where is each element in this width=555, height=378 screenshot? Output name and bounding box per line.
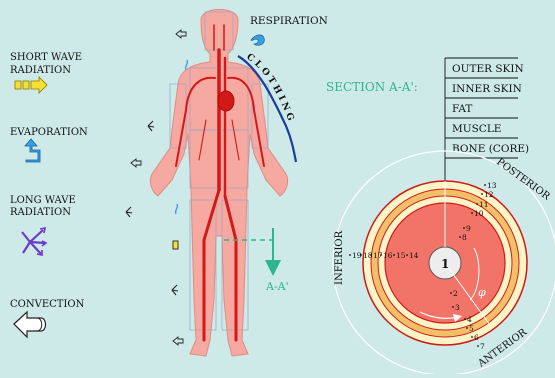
layer-label: INNER SKIN	[452, 83, 522, 95]
node-label: 16	[383, 251, 393, 260]
node-dot	[466, 327, 468, 329]
phi-label: φ	[478, 286, 486, 299]
layer-label: BONE (CORE)	[452, 143, 529, 155]
node-label: 13	[487, 181, 497, 190]
short-wave-label: SHORT WAVE RADIATION	[10, 52, 85, 76]
long-wave-icon	[22, 228, 46, 255]
node-label: 5	[469, 324, 474, 333]
node-label: 2	[453, 289, 458, 298]
long-wave-small-icon	[148, 121, 154, 131]
node-label: 17	[373, 251, 383, 260]
long-wave-label: LONG WAVE RADIATION	[10, 195, 79, 218]
node-dot	[450, 292, 452, 294]
legend-evaporation: EVAPORATION	[10, 127, 88, 162]
evaporation-label: EVAPORATION	[10, 127, 88, 138]
node-label: 4	[467, 315, 472, 324]
short-wave-line-1: SHORT WAVE	[10, 52, 82, 63]
node-label: 6	[474, 333, 479, 342]
evaporation-icon	[25, 139, 40, 162]
node-dot	[463, 227, 465, 229]
legend-convection: CONVECTION	[10, 299, 85, 337]
long-wave-line-2: RADIATION	[10, 207, 71, 218]
convection-label: CONVECTION	[10, 299, 85, 310]
section-title: SECTION A-A':	[326, 80, 418, 94]
node-dot	[471, 212, 473, 214]
node-label: 12	[484, 190, 494, 199]
node-dot	[484, 184, 486, 186]
node-dot	[452, 306, 454, 308]
node-dot	[393, 254, 395, 256]
short-wave-small-icon-2	[173, 241, 178, 249]
human-body	[150, 10, 287, 357]
convection-small-icon-3	[173, 337, 183, 345]
node-label: 14	[409, 251, 419, 260]
node-label: 8	[462, 233, 467, 242]
short-wave-line-2: RADIATION	[10, 65, 71, 76]
layer-label: FAT	[452, 103, 472, 115]
inferior-label: INFERIOR	[334, 230, 345, 285]
node-dot	[464, 318, 466, 320]
node-dot	[476, 203, 478, 205]
short-wave-icon	[15, 77, 47, 93]
core-label: 1	[441, 257, 449, 271]
node-dot	[471, 336, 473, 338]
node-dot	[406, 254, 408, 256]
node-dot	[459, 236, 461, 238]
evaporation-small-icon	[186, 60, 188, 70]
node-label: 15	[396, 251, 406, 260]
node-label: 11	[479, 200, 489, 209]
node-label: 18	[363, 251, 373, 260]
node-label: 19	[352, 251, 362, 260]
layer-label: MUSCLE	[452, 123, 501, 135]
node-label: 3	[455, 303, 460, 312]
node-dot	[481, 193, 483, 195]
respiration-label: RESPIRATION	[250, 15, 328, 27]
legend-long-wave: LONG WAVE RADIATION	[10, 195, 79, 255]
long-wave-line-1: LONG WAVE	[10, 195, 76, 206]
node-label: 10	[474, 209, 484, 218]
respiration-icon	[251, 35, 264, 45]
heart	[218, 91, 234, 111]
convection-icon	[14, 312, 46, 337]
node-dot	[349, 254, 351, 256]
long-wave-small-icon-2	[126, 207, 132, 217]
section-cut-label: A-A'	[265, 280, 289, 293]
convection-small-icon	[176, 30, 186, 38]
evaporation-small-icon-2	[176, 204, 178, 214]
legend-short-wave: SHORT WAVE RADIATION	[10, 52, 85, 93]
node-dot	[477, 345, 479, 347]
node-label: 7	[480, 342, 485, 351]
layer-label: OUTER SKIN	[452, 63, 524, 75]
convection-small-icon-2	[131, 159, 141, 167]
posterior-label: POSTERIOR	[494, 157, 552, 203]
long-wave-small-icon-3	[172, 285, 178, 295]
node-label: 9	[466, 224, 471, 233]
